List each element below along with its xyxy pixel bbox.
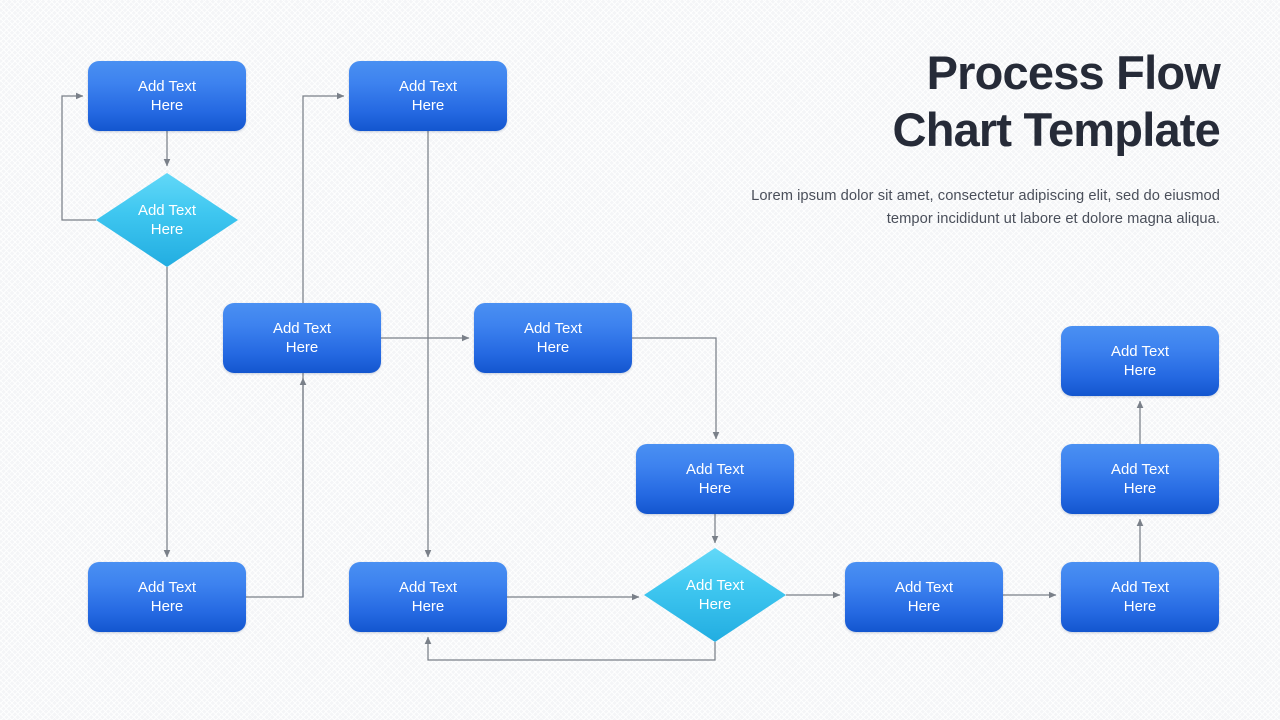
flow-node-process-n5[interactable]: Add Text Here (474, 303, 632, 373)
flow-node-decision-n11[interactable]: Add Text Here (644, 548, 786, 642)
flow-node-process-n12[interactable]: Add Text Here (845, 562, 1003, 632)
flow-node-label: Add Text Here (398, 77, 458, 114)
flow-node-label: Add Text Here (137, 578, 197, 615)
flow-node-label: Add Text Here (1110, 578, 1170, 615)
flow-node-label: Add Text Here (137, 201, 197, 238)
connector-n11-to-n10 (424, 636, 716, 661)
flow-node-process-n6[interactable]: Add Text Here (636, 444, 794, 514)
flow-node-process-n13[interactable]: Add Text Here (1061, 562, 1219, 632)
header-text-block: Process Flow Chart Template Lorem ipsum … (680, 44, 1221, 231)
flow-node-label: Add Text Here (685, 576, 745, 613)
connector-n5-to-n6 (632, 337, 720, 440)
flow-node-process-n9[interactable]: Add Text Here (88, 562, 246, 632)
flow-node-label: Add Text Here (272, 319, 332, 356)
flow-node-label: Add Text Here (1110, 342, 1170, 379)
flow-node-label: Add Text Here (894, 578, 954, 615)
flow-node-process-n1[interactable]: Add Text Here (88, 61, 246, 131)
page-subtitle: Lorem ipsum dolor sit amet, consectetur … (751, 187, 1220, 227)
flow-node-label: Add Text Here (685, 460, 745, 497)
flow-node-label: Add Text Here (1110, 460, 1170, 497)
flow-node-label: Add Text Here (398, 578, 458, 615)
flow-node-process-n3[interactable]: Add Text Here (349, 61, 507, 131)
flow-node-process-n7[interactable]: Add Text Here (1061, 326, 1219, 396)
flow-node-process-n8[interactable]: Add Text Here (1061, 444, 1219, 514)
flow-node-label: Add Text Here (137, 77, 197, 114)
flow-node-process-n10[interactable]: Add Text Here (349, 562, 507, 632)
flow-node-label: Add Text Here (523, 319, 583, 356)
flow-node-decision-n2[interactable]: Add Text Here (96, 173, 238, 267)
page-title: Process Flow Chart Template (892, 46, 1221, 157)
flow-node-process-n4[interactable]: Add Text Here (223, 303, 381, 373)
